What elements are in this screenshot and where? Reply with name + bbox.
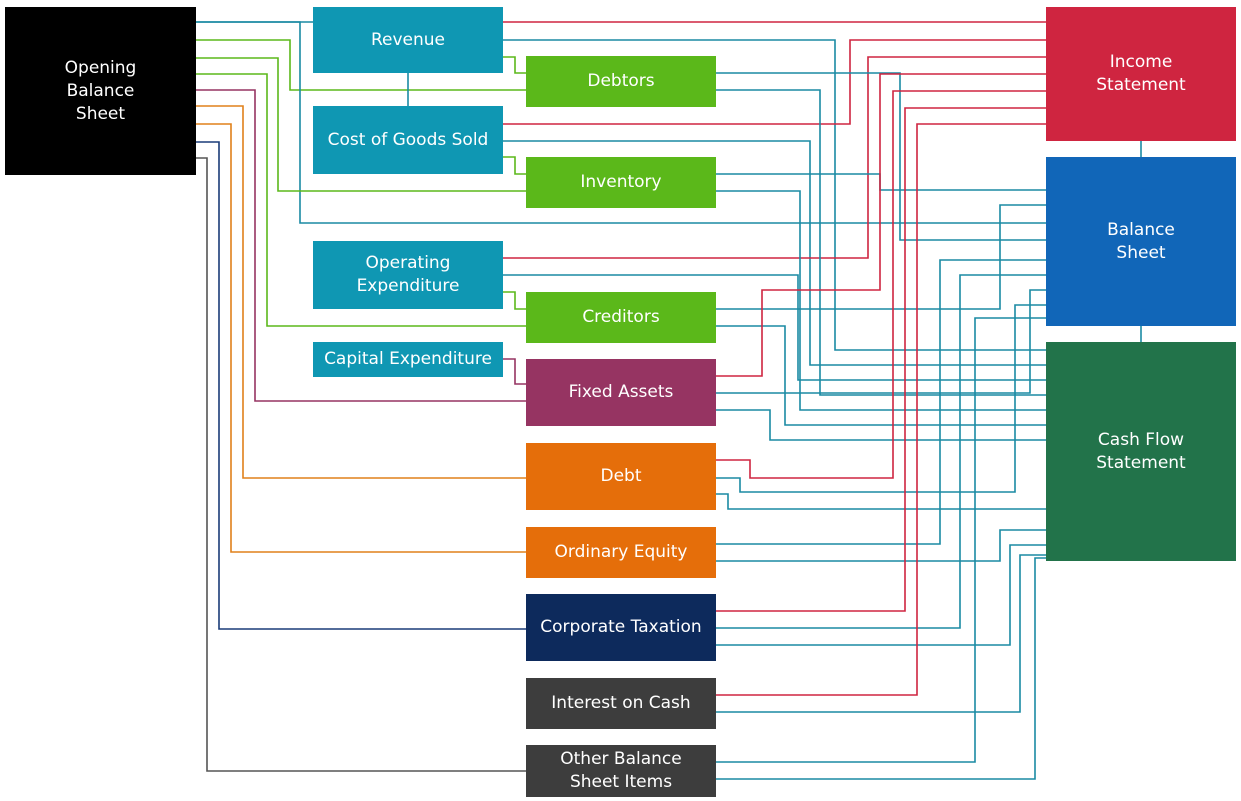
cost-of-goods-sold-node: Cost of Goods Sold	[313, 106, 503, 174]
wire-rev-debtors	[503, 56, 526, 74]
wire-obs-inventory	[196, 57, 526, 192]
income-statement-node: Income Statement	[1046, 7, 1236, 141]
revenue-node: Revenue	[313, 7, 503, 73]
wire-inventory-cash	[716, 190, 1046, 411]
wire-debtors-balance	[716, 72, 1046, 241]
wire-fixed-income	[716, 73, 1046, 377]
fixed-assets-node: Fixed Assets	[526, 359, 716, 426]
wire-creditors-balance	[716, 204, 1046, 310]
wire-cogs-cash	[503, 140, 1046, 366]
wire-debt-cash	[716, 493, 1046, 510]
wire-tax-income	[716, 107, 1046, 612]
creditors-node: Creditors	[526, 292, 716, 343]
wire-capex-fixed	[503, 358, 526, 385]
wire-cogs-income	[503, 39, 1046, 125]
wire-obs-fixed-assets	[196, 89, 526, 402]
capital-expenditure-node: Capital Expenditure	[313, 342, 503, 377]
wire-inventory-balance	[716, 173, 1046, 191]
inventory-node: Inventory	[526, 157, 716, 208]
wire-tax-cash	[716, 544, 1046, 646]
ordinary-equity-node: Ordinary Equity	[526, 527, 716, 578]
wire-tax-balance	[716, 274, 1046, 629]
debtors-node: Debtors	[526, 56, 716, 107]
wire-opex-cash	[503, 274, 1046, 381]
wire-opex-income	[503, 56, 1046, 259]
wire-fixed-balance	[716, 289, 1046, 394]
wire-interest-cash	[716, 554, 1046, 713]
wire-obs-other	[196, 157, 526, 772]
wire-obs-taxation	[196, 141, 526, 630]
interest-on-cash-node: Interest on Cash	[526, 678, 716, 729]
wire-other-cash	[716, 557, 1046, 780]
other-balance-sheet-items-node: Other Balance Sheet Items	[526, 745, 716, 797]
wire-obs-balance	[196, 21, 1046, 224]
wire-equity-balance	[716, 259, 1046, 545]
wire-debt-income	[716, 90, 1046, 479]
wire-other-balance	[716, 317, 1046, 763]
wire-obs-equity	[196, 123, 526, 553]
debt-node: Debt	[526, 443, 716, 510]
wire-interest-income	[716, 123, 1046, 696]
wire-debt-balance	[716, 304, 1046, 493]
wire-cogs-inventory	[503, 156, 526, 175]
wire-debtors-cash	[716, 89, 1046, 396]
corporate-taxation-node: Corporate Taxation	[526, 594, 716, 661]
wire-obs-debt	[196, 105, 526, 479]
cash-flow-statement-node: Cash Flow Statement	[1046, 342, 1236, 561]
wire-creditors-cash	[716, 325, 1046, 426]
wire-fixed-cash	[716, 409, 1046, 441]
opening-balance-sheet-node: Opening Balance Sheet	[5, 7, 196, 175]
balance-sheet-node: Balance Sheet	[1046, 157, 1236, 326]
operating-expenditure-node: Operating Expenditure	[313, 241, 503, 309]
wire-obs-creditors	[196, 73, 526, 327]
wire-opex-creditors	[503, 291, 526, 310]
wire-equity-cash	[716, 529, 1046, 562]
